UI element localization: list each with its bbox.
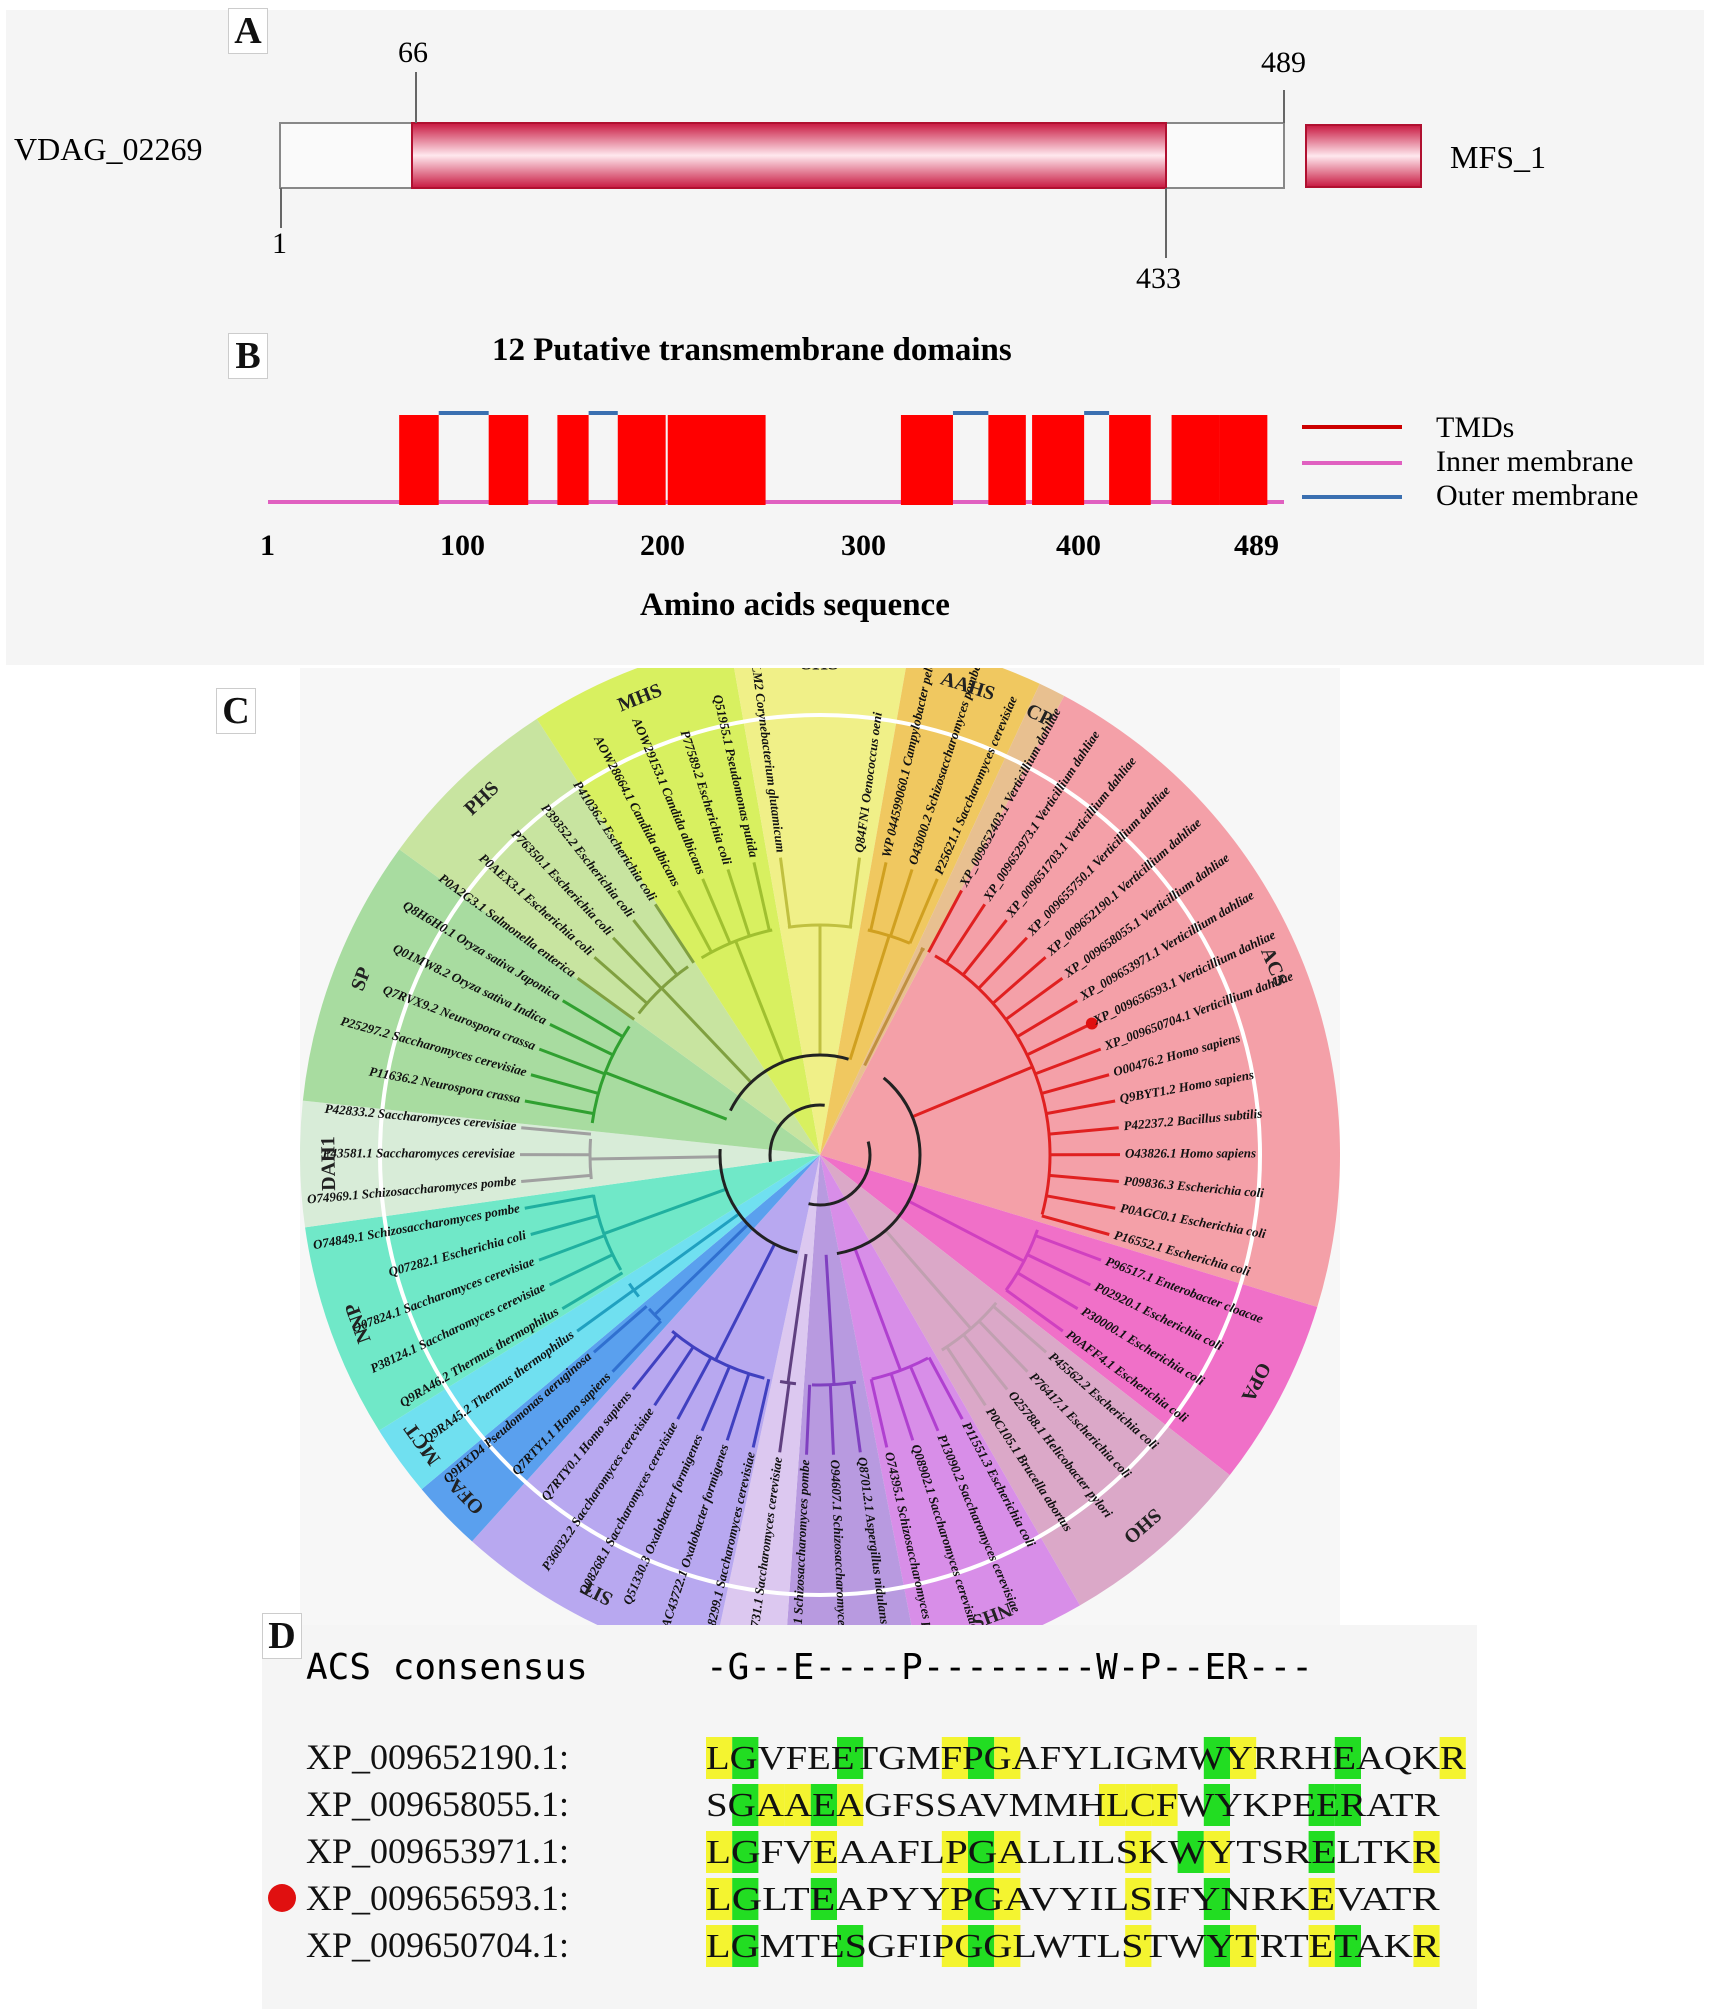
sequence-residues: LGVFEETGMFPGAFYLIGMWYRRHEAQKR xyxy=(706,1740,1466,1777)
topology-xlabel: Amino acids sequence xyxy=(640,587,950,623)
domain-diagram: VDAG_02269 66 489 1 433 MFS_1 xyxy=(6,10,1704,335)
tmd-block xyxy=(557,415,588,505)
alignment-row: XP_009658055.1: SGAAEAGFSSAVMMHLCFWYKPEER… xyxy=(306,1784,1440,1826)
sequence-residues: LGFVEAAFLPGALLILSKWYTSRELTKR xyxy=(706,1834,1440,1871)
legend-inner-membrane: Inner membrane xyxy=(1436,445,1633,478)
tmd-block xyxy=(399,415,439,505)
legend-domain-swatch xyxy=(1306,125,1421,187)
topology-legend: TMDs Inner membrane Outer membrane xyxy=(1302,411,1638,512)
panel-a-label: A xyxy=(228,8,268,54)
legend-outer-membrane: Outer membrane xyxy=(1436,479,1638,512)
sequence-id: XP_009658055.1: xyxy=(306,1784,569,1824)
panel-d-label: D xyxy=(262,1613,302,1659)
topology-axis-ticks: 1 100 200 300 400 489 xyxy=(260,529,1279,562)
topology-plot: 12 Putative transmembrane domains 1 100 … xyxy=(6,335,1704,665)
alignment-row: XP_009652190.1: LGVFEETGMFPGAFYLIGMWYRRHE… xyxy=(306,1737,1466,1779)
panel-b-label: B xyxy=(228,333,268,379)
tick-400: 400 xyxy=(1056,529,1101,562)
legend-tmds: TMDs xyxy=(1436,411,1514,444)
sequence-residues: LGLTEAPYYPGAVYILSIFYNRKEVATR xyxy=(706,1881,1440,1918)
tick-100: 100 xyxy=(440,529,485,562)
mfs-domain-bar xyxy=(412,123,1166,188)
alignment-rows: XP_009652190.1: LGVFEETGMFPGAFYLIGMWYRRHE… xyxy=(268,1737,1466,1967)
tmd-block xyxy=(1172,415,1220,505)
sequence-id: XP_009652190.1: xyxy=(306,1737,569,1777)
alignment-row: XP_009653971.1: LGFVEAAFLPGALLILSKWYTSREL… xyxy=(306,1831,1440,1873)
sequence-residues: SGAAEAGFSSAVMMHLCFWYKPEERATR xyxy=(706,1787,1440,1824)
alignment-row: XP_009650704.1: LGMTESGFIPGGLWTLSTWYTRTET… xyxy=(306,1925,1440,1967)
panel-d: ACS consensus -G--E----P--------W-P--ER-… xyxy=(262,1625,1477,2009)
domain-end-label: 433 xyxy=(1136,262,1181,295)
tmd-block xyxy=(618,415,666,505)
tick-200: 200 xyxy=(640,529,685,562)
sequence-alignment: ACS consensus -G--E----P--------W-P--ER-… xyxy=(262,1625,1477,2009)
leaf-label: P43581.1 Saccharomyces cerevisiae xyxy=(323,1145,516,1160)
legend-domain-label: MFS_1 xyxy=(1450,139,1546,175)
end-label: 489 xyxy=(1261,46,1306,79)
tick-489: 489 xyxy=(1234,529,1279,562)
tmd-block xyxy=(901,415,953,505)
leaf-label: O43826.1 Homo sapiens xyxy=(1125,1145,1256,1160)
panel-c-label: C xyxy=(216,688,256,734)
consensus-label: ACS consensus xyxy=(306,1647,588,1688)
tmd-block xyxy=(718,415,766,505)
sequence-id: XP_009650704.1: xyxy=(306,1925,569,1965)
alignment-row: XP_009656593.1: LGLTEAPYYPGAVYILSIFYNRKEV… xyxy=(268,1878,1440,1920)
clade-label: SHS xyxy=(801,668,839,675)
clade-label: DAH1 xyxy=(317,1136,340,1191)
protein-name: VDAG_02269 xyxy=(14,131,202,167)
tick-1: 1 xyxy=(260,529,275,562)
tmd-block xyxy=(988,415,1025,505)
tmd-block xyxy=(1032,415,1084,505)
tmd-block xyxy=(489,415,529,505)
tmd-block xyxy=(1109,415,1151,505)
sequence-id: XP_009656593.1: xyxy=(306,1878,569,1918)
panel-b: 12 Putative transmembrane domains 1 100 … xyxy=(6,335,1704,665)
sequence-id: XP_009653971.1: xyxy=(306,1831,569,1871)
tmd-block xyxy=(1219,415,1267,505)
start-label: 1 xyxy=(272,227,287,260)
consensus-sequence: -G--E----P--------W-P--ER--- xyxy=(706,1647,1313,1688)
query-marker xyxy=(268,1884,296,1912)
tick-300: 300 xyxy=(841,529,886,562)
topology-tracks xyxy=(268,413,1284,505)
sequence-residues: LGMTESGFIPGGLWTLSTWYTRTETAKR xyxy=(706,1928,1440,1965)
domain-start-label: 66 xyxy=(398,36,428,69)
topology-title: 12 Putative transmembrane domains xyxy=(492,335,1012,368)
panel-a: VDAG_02269 66 489 1 433 MFS_1 A xyxy=(6,10,1704,335)
tmd-block xyxy=(668,415,720,505)
